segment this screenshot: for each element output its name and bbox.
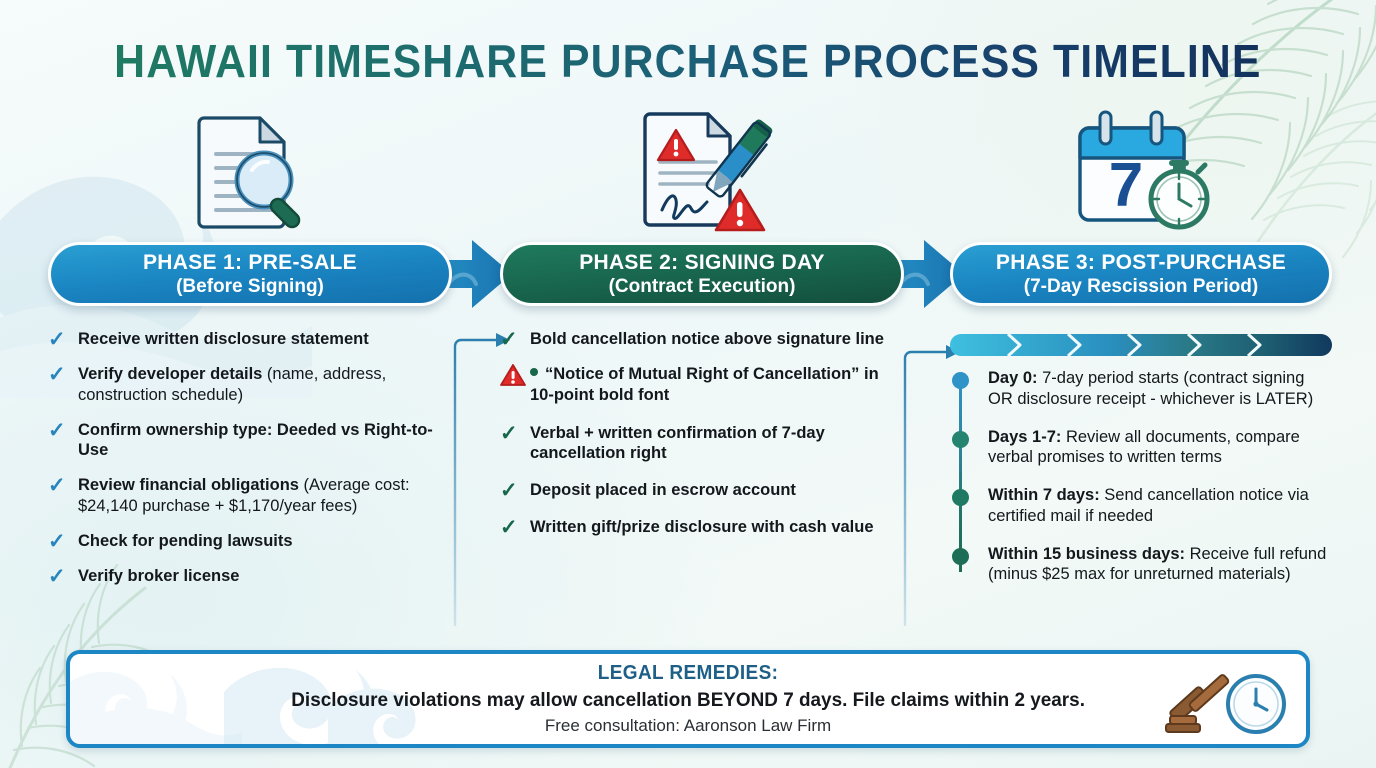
check-icon: ✓ bbox=[48, 363, 66, 386]
check-icon: ✓ bbox=[500, 328, 518, 351]
timeline-dot bbox=[952, 372, 969, 389]
list-item-text: Verify broker license bbox=[78, 566, 240, 585]
check-icon: ✓ bbox=[48, 529, 66, 553]
timeline-dot bbox=[952, 547, 969, 565]
bullet-dot bbox=[530, 368, 538, 376]
timeline-item-text: Within 15 business days: Receive full re… bbox=[988, 544, 1327, 584]
phase-1-checklist: ✓ Receive written disclosure statement ✓… bbox=[48, 328, 452, 600]
list-item-text: Written gift/prize disclosure with cash … bbox=[530, 518, 874, 537]
list-item: ✓ Bold cancellation notice above signatu… bbox=[500, 328, 904, 350]
contract-pen-warning-icon bbox=[643, 112, 773, 232]
footer-sub-text: Free consultation: Aaronson Law Firm bbox=[544, 716, 832, 735]
phase-2-heading-line2: (Contract Execution) bbox=[608, 275, 796, 297]
check-icon: ✓ bbox=[48, 328, 66, 351]
list-item: ✓ Written gift/prize disclosure with cas… bbox=[500, 516, 904, 538]
list-item: ✓ Review financial obligations (Average … bbox=[48, 474, 452, 517]
check-icon: ✓ bbox=[500, 516, 518, 540]
list-item: ✓ Confirm ownership type: Deeded vs Righ… bbox=[48, 419, 452, 462]
phase-2-heading-pill: PHASE 2: SIGNING DAY (Contract Execution… bbox=[500, 242, 904, 306]
phase-1-icon-container bbox=[48, 104, 452, 234]
list-item-text: Verbal + written confirmation of 7-day c… bbox=[530, 423, 825, 463]
timeline-item-text: Days 1-7: Review all documents, compare … bbox=[988, 427, 1300, 467]
column-divider-arrow-1 bbox=[453, 333, 510, 626]
list-item-text: Review financial obligations (Average co… bbox=[78, 476, 410, 515]
list-item-warning: “Notice of Mutual Right of Cancellation”… bbox=[500, 363, 904, 406]
list-item: ✓ Verify developer details (name, addres… bbox=[48, 363, 452, 406]
list-item: ✓ Verify broker license bbox=[48, 565, 452, 587]
timeline-item: Day 0: 7-day period starts (contract sig… bbox=[950, 368, 1332, 410]
timeline-dot bbox=[952, 430, 969, 448]
document-magnifier-icon bbox=[197, 116, 301, 229]
list-item: ✓ Verbal + written confirmation of 7-day… bbox=[500, 422, 904, 465]
check-icon: ✓ bbox=[48, 418, 66, 442]
footer-main-text: Disclosure violations may allow cancella… bbox=[291, 689, 1085, 711]
warning-triangle-icon bbox=[500, 363, 530, 387]
rescission-progress-bar bbox=[950, 334, 1332, 356]
phase-3-heading-line1: PHASE 3: POST-PURCHASE bbox=[995, 250, 1287, 274]
phase-1-heading-line1: PHASE 1: PRE-SALE bbox=[143, 250, 357, 274]
footer-wave-decoration-edge bbox=[70, 671, 242, 744]
footer-text-block: LEGAL REMEDIES: Disclosure violations ma… bbox=[70, 654, 1306, 744]
phase-3-heading-line2: (7-Day Rescission Period) bbox=[1023, 275, 1259, 297]
rescission-timeline: Day 0: 7-day period starts (contract sig… bbox=[950, 368, 1332, 600]
timeline-item: Within 7 days: Send cancellation notice … bbox=[950, 485, 1332, 527]
list-item-text: Check for pending lawsuits bbox=[78, 531, 293, 550]
phase-3-heading-pill: PHASE 3: POST-PURCHASE (7-Day Rescission… bbox=[950, 242, 1332, 306]
phase-1-heading-pill: PHASE 1: PRE-SALE (Before Signing) bbox=[48, 242, 452, 306]
gavel-clock-icon bbox=[1165, 674, 1286, 734]
check-icon: ✓ bbox=[48, 564, 66, 588]
list-item: ✓ Deposit placed in escrow account bbox=[500, 479, 904, 501]
page-title-container: HAWAII TIMESHARE PURCHASE PROCESS TIMELI… bbox=[0, 34, 1376, 88]
phase-3-icon-container: 7 bbox=[950, 104, 1332, 234]
footer-wave-decoration bbox=[224, 668, 416, 744]
legal-remedies-footer: LEGAL REMEDIES: Disclosure violations ma… bbox=[66, 650, 1310, 748]
phase-2-checklist: ✓ Bold cancellation notice above signatu… bbox=[500, 328, 904, 551]
svg-text:7: 7 bbox=[1109, 151, 1143, 220]
list-item-text: Confirm ownership type: Deeded vs Right-… bbox=[78, 420, 433, 460]
list-item-text: Verify developer details (name, address,… bbox=[78, 365, 387, 404]
check-icon: ✓ bbox=[500, 421, 518, 445]
footer-title: LEGAL REMEDIES: bbox=[597, 662, 779, 684]
list-item-text: Deposit placed in escrow account bbox=[530, 481, 796, 500]
timeline-item-text: Day 0: 7-day period starts (contract sig… bbox=[988, 369, 1314, 408]
list-item-text: Bold cancellation notice above signature… bbox=[530, 330, 884, 348]
timeline-item: Within 15 business days: Receive full re… bbox=[950, 544, 1332, 586]
timeline-dot bbox=[952, 489, 969, 507]
list-item-text: Receive written disclosure statement bbox=[78, 330, 369, 348]
page-title: HAWAII TIMESHARE PURCHASE PROCESS TIMELI… bbox=[114, 35, 1262, 87]
timeline-item: Days 1-7: Review all documents, compare … bbox=[950, 427, 1332, 469]
check-icon: ✓ bbox=[48, 474, 66, 498]
calendar-7-stopwatch-icon: 7 bbox=[1078, 110, 1210, 230]
timeline-axis bbox=[959, 376, 962, 573]
phase-2-icon-container bbox=[500, 104, 904, 234]
list-item: ✓ Check for pending lawsuits bbox=[48, 530, 452, 552]
phase-1-heading-line2: (Before Signing) bbox=[176, 275, 324, 297]
list-item: ✓ Receive written disclosure statement bbox=[48, 328, 452, 350]
list-item-text: “Notice of Mutual Right of Cancellation”… bbox=[530, 365, 879, 404]
timeline-item-text: Within 7 days: Send cancellation notice … bbox=[988, 486, 1309, 525]
check-icon: ✓ bbox=[500, 479, 518, 503]
phase-2-heading-line1: PHASE 2: SIGNING DAY bbox=[579, 250, 825, 274]
